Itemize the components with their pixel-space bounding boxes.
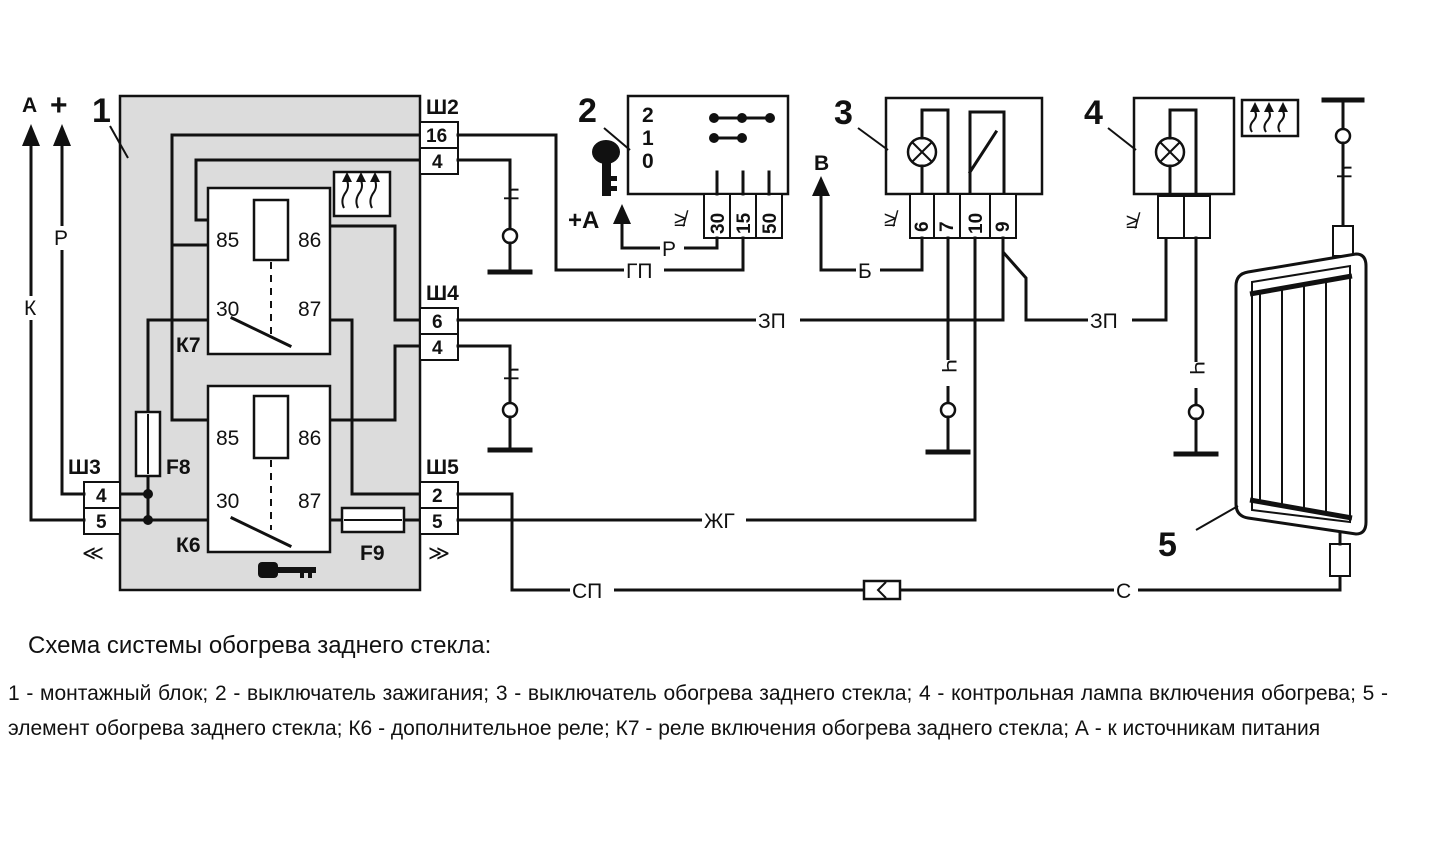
ignition-key-icon [592,140,620,196]
label-wire-k: К [24,297,37,320]
label-connector-sh2: Ш2 [426,96,459,119]
label-wire-p: Р [54,227,68,250]
k7-pin-85: 85 [216,229,239,252]
wire-b: В Б [812,152,924,283]
label-power-plus: + [50,89,68,122]
sh3-pin-4: 4 [96,486,107,507]
wire-sp: СП С [456,492,1342,603]
plug-symbol-lamp-icon: ≱ [1126,210,1141,233]
label-relay-k6: К6 [176,534,201,557]
sh2-pin-16: 16 [426,126,447,147]
diagram-caption-title: Схема системы обогрева заднего стекла: [28,632,492,659]
label-connector-sh4: Ш4 [426,282,459,305]
wiring-diagram: 1 А + К Р [22,89,1368,603]
wire-zhg: ЖГ [456,236,977,533]
wire-gp: ГП [456,133,745,283]
switch-terminal-6: 6 [912,221,933,232]
label-wire-ch5: Ч [1332,165,1355,179]
label-wire-zhg: ЖГ [704,510,735,533]
ignition-pos-2: 2 [642,104,654,127]
label-wire-zp-2: ЗП [1090,310,1118,333]
label-heater-element: 5 [1158,526,1177,564]
switch-terminal-7: 7 [937,221,958,232]
connector-sh5: 2 5 Ш5 ≫ [419,456,459,565]
sh4-pin-6: 6 [432,312,443,333]
heater-element: Ч 5 [1158,97,1368,577]
k6-pin-87: 87 [298,490,321,513]
label-switch: 3 [834,94,853,132]
label-wire-ch4: Ч [1185,361,1208,375]
switch-terminal-9: 9 [993,221,1014,232]
k7-pin-86: 86 [298,229,321,252]
switch-terminal-10: 10 [966,213,987,234]
label-wire-sp: СП [572,580,602,603]
connector-sh2: 16 4 Ш2 [419,96,459,175]
ignition-pos-0: 0 [642,150,654,173]
label-wire-zp-1: ЗП [758,310,786,333]
label-fuse-f8: F8 [166,456,191,479]
label-wire-b: Б [858,260,872,283]
label-fuse-f9: F9 [360,542,385,565]
plug-symbol-right-icon: ≫ [428,542,450,565]
sh3-pin-5: 5 [96,512,107,533]
block-internal-wiring [118,133,422,525]
label-wire-s: С [1116,580,1131,603]
diagram-caption-legend: 1 - монтажный блок; 2 - выключатель зажи… [8,682,1388,740]
label-wire-ch3: Ч [937,359,960,373]
label-ignition-plus-a: +А [568,207,599,234]
wire-zp: ЗП ЗП [456,234,1168,333]
plug-symbol-switch-icon: ≱ [884,208,899,231]
relay-k7: 85 86 30 87 К7 [176,186,332,357]
label-mounting-block: 1 [92,92,111,130]
k7-pin-30: 30 [216,298,239,321]
ground-lamp: Ч [1173,236,1219,457]
ignition-pos-1: 1 [642,127,654,150]
lamp-defrost-icon [1240,98,1300,138]
ignition-terminal-50: 50 [760,213,781,234]
sh2-pin-4: 4 [432,152,443,173]
connector-sh4: 6 4 Ш4 [419,282,459,361]
rear-defrost-icon [332,170,392,218]
sh5-pin-2: 2 [432,486,443,507]
label-wire-r: Р [662,238,676,261]
ignition-terminal-15: 15 [734,212,755,234]
k6-pin-30: 30 [216,490,239,513]
label-wire-gp: ГП [626,260,652,283]
label-ignition-switch: 2 [578,92,597,130]
fuse-f9: F9 [340,506,406,565]
relay-k6: 85 86 30 87 К6 [176,384,332,557]
ground-sh2: Ч [456,158,533,275]
label-source-b: В [814,152,829,175]
k7-pin-87: 87 [298,298,321,321]
ignition-terminal-30: 30 [708,213,729,234]
connector-sh3: 4 5 Ш3 ≪ [68,456,121,565]
label-wire-ch1: Ч [499,187,522,201]
sh5-pin-5: 5 [432,512,443,533]
plug-symbol-ignition-icon: ≱ [674,208,689,231]
label-power-a: А [22,94,37,117]
plug-symbol-left-icon: ≪ [82,542,104,565]
label-wire-ch2: Ч [499,367,522,381]
key-icon [258,562,316,578]
sh4-pin-4: 4 [432,338,443,359]
label-relay-k7: К7 [176,334,201,357]
label-connector-sh5: Ш5 [426,456,459,479]
ground-switch: Ч [925,236,971,455]
label-connector-sh3: Ш3 [68,456,101,479]
power-wires [29,492,86,522]
label-indicator-lamp: 4 [1084,94,1103,132]
rear-heat-switch: 3 6 7 10 9 ≱ [834,94,1044,239]
ignition-switch: 2 2 1 0 30 15 50 ≱ [578,92,790,239]
power-source-arrows: А + К Р [22,89,71,520]
fuse-f8: F8 [134,410,191,479]
k6-pin-85: 85 [216,427,239,450]
indicator-lamp: 4 ≱ [1084,94,1236,239]
k6-pin-86: 86 [298,427,321,450]
ground-sh4: Ч [456,344,533,453]
ignition-power-feed: +А Р [568,204,719,261]
